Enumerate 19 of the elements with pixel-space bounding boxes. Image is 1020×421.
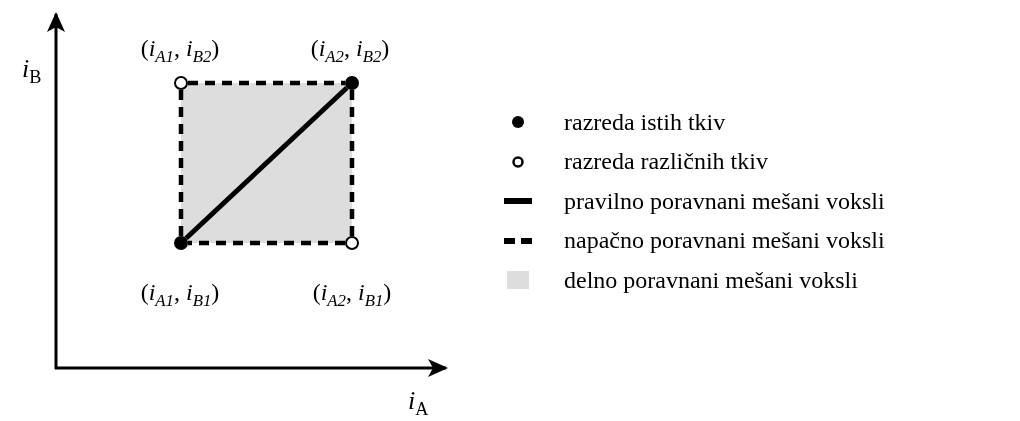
legend-label: napačno poravnani mešani voksli [564, 227, 885, 254]
dashed-line [188, 80, 345, 86]
coordinate-label: (i$_{A1}$, i$_{B1}$) [140, 280, 220, 310]
open-circle [174, 76, 188, 90]
dashed-line [178, 90, 184, 236]
coordinate-label: (i$_{A2}$, i$_{B1}$) [312, 280, 392, 310]
open-circle [345, 236, 359, 250]
legend-label: razreda različnih tkiv [564, 148, 768, 175]
filled-dot [345, 76, 359, 90]
coordinate-label: (i$_{A1}$, i$_{B2}$) [140, 36, 220, 66]
legend-label: razreda istih tkiv [564, 108, 726, 136]
axis-label: i$_{A}$ [408, 388, 429, 419]
axis-label: i$_{B}$ [22, 56, 42, 87]
legend-label: delno poravnani mešani voksli [564, 266, 858, 294]
filled-dot [174, 236, 188, 250]
dashed-line [188, 240, 345, 246]
dashed-line [349, 90, 355, 236]
legend-label: pravilno poravnani mešani voksli [564, 187, 885, 215]
coordinate-label: (i$_{A2}$, i$_{B2}$) [310, 36, 390, 66]
